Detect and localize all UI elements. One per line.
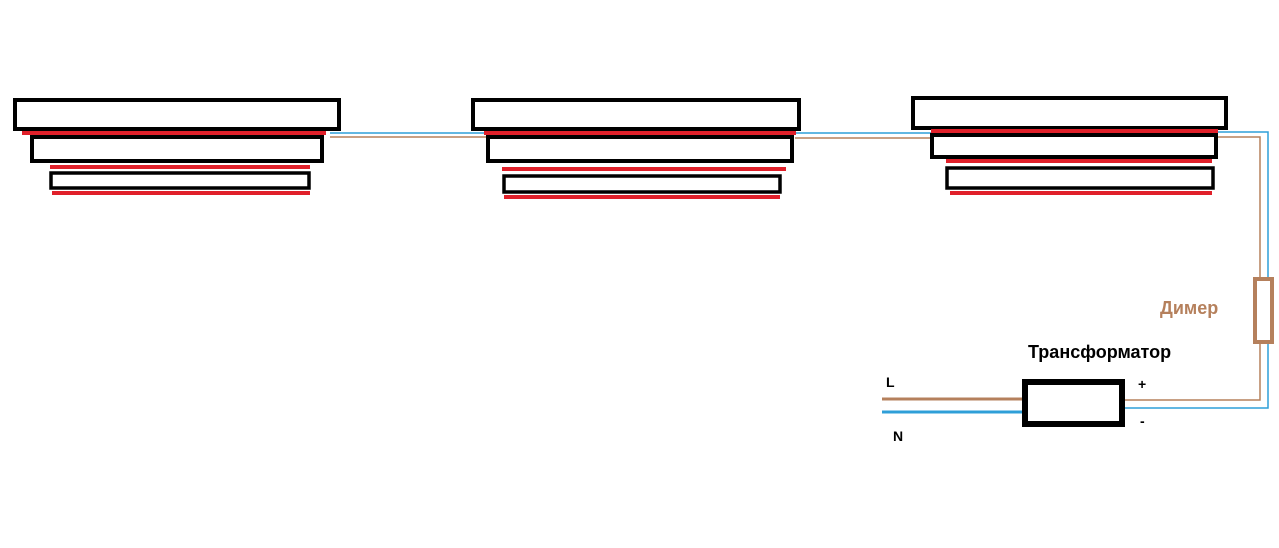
fixture-1-bottom-tier bbox=[49, 171, 311, 190]
dimmer-label: Димер bbox=[1160, 298, 1218, 318]
fixture-3-bottom-tier bbox=[945, 166, 1215, 190]
fixture-1-middle-tier bbox=[30, 135, 324, 163]
wire-brown-feed bbox=[1125, 136, 1261, 401]
dimmer-box bbox=[1253, 277, 1274, 344]
wires bbox=[330, 131, 1269, 414]
line-label: L bbox=[886, 374, 895, 390]
fixture-3 bbox=[911, 96, 1228, 195]
fixture-2-bottom-tier bbox=[502, 174, 782, 194]
fixture-2 bbox=[471, 98, 801, 199]
transformer-box bbox=[1022, 379, 1125, 427]
fixture-3-middle-tier bbox=[930, 133, 1218, 159]
minus-terminal-label: - bbox=[1140, 413, 1145, 429]
fixture-1 bbox=[13, 98, 341, 195]
fixture-2-top-tier bbox=[471, 98, 801, 131]
neutral-label: N bbox=[893, 428, 903, 444]
fixture-1-top-tier bbox=[13, 98, 341, 131]
fixture-2-middle-tier bbox=[486, 135, 794, 163]
wire-blue-return bbox=[1125, 131, 1269, 409]
transformer-label: Трансформатор bbox=[1028, 342, 1171, 362]
fixture-3-top-tier bbox=[911, 96, 1228, 130]
plus-terminal-label: + bbox=[1138, 376, 1146, 392]
